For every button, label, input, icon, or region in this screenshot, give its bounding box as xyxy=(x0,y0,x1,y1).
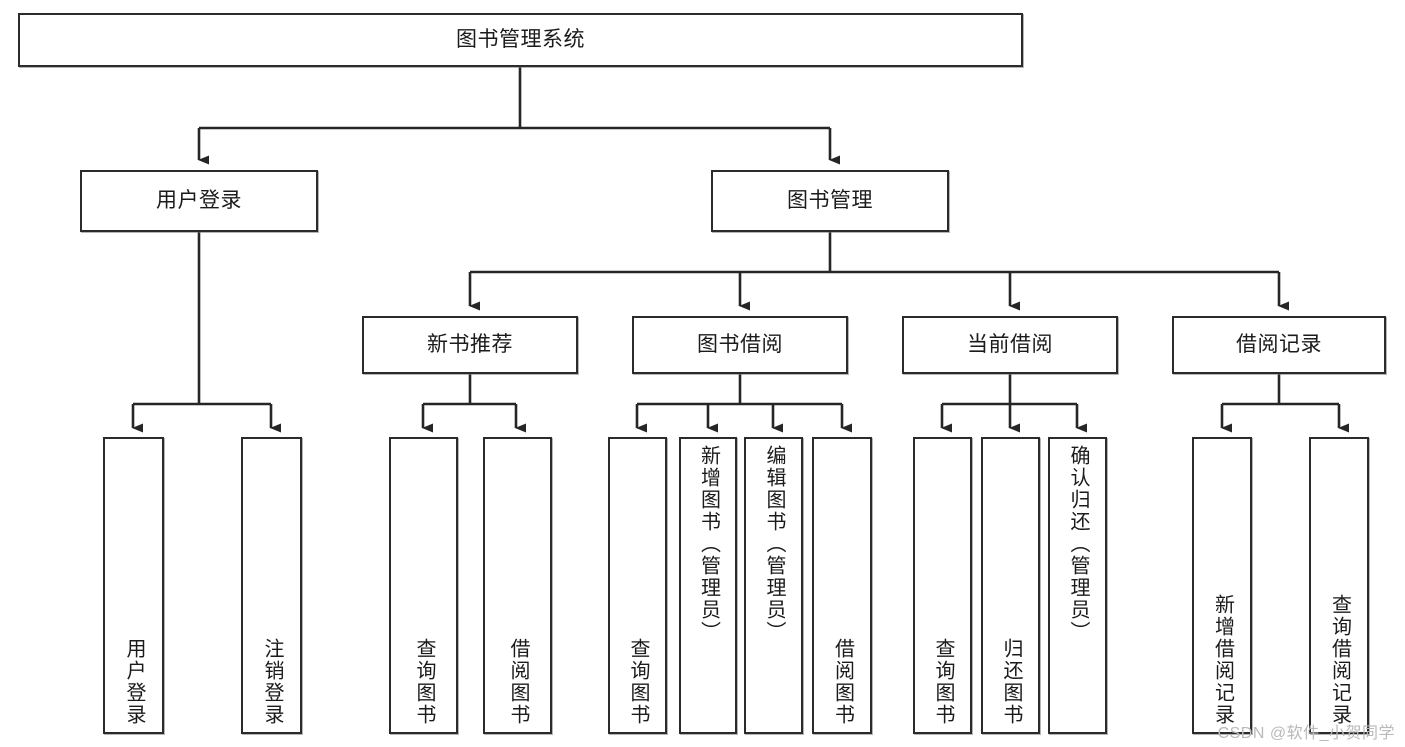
node-leaf-add-record[interactable]: 新增借阅记录 xyxy=(1192,437,1252,734)
node-root-label: 图书管理系统 xyxy=(456,27,585,51)
node-root[interactable]: 图书管理系统 xyxy=(18,13,1023,67)
node-leaf-return-book[interactable]: 归还图书 xyxy=(981,437,1040,734)
node-leaf-borrow-book-1-label: 借阅图书 xyxy=(507,638,529,726)
node-leaf-user-login-label: 用户登录 xyxy=(123,638,145,726)
node-book-manage[interactable]: 图书管理 xyxy=(711,170,949,232)
node-leaf-borrow-book-2[interactable]: 借阅图书 xyxy=(812,437,872,734)
node-leaf-query-book-3-label: 查询图书 xyxy=(932,638,954,726)
node-leaf-return-book-label: 归还图书 xyxy=(1000,638,1022,726)
node-leaf-borrow-book-2-label: 借阅图书 xyxy=(831,638,854,726)
node-leaf-query-book-2-label: 查询图书 xyxy=(627,638,649,726)
node-leaf-add-record-label: 新增借阅记录 xyxy=(1211,594,1234,726)
node-user-login[interactable]: 用户登录 xyxy=(80,170,318,232)
node-borrow-record[interactable]: 借阅记录 xyxy=(1172,316,1386,374)
node-borrow-record-label: 借阅记录 xyxy=(1236,332,1322,356)
node-leaf-user-login[interactable]: 用户登录 xyxy=(103,437,164,734)
node-leaf-query-book-3[interactable]: 查询图书 xyxy=(913,437,972,734)
node-leaf-add-book-label: 新增图书（管理员） xyxy=(697,445,720,643)
node-leaf-query-record[interactable]: 查询借阅记录 xyxy=(1309,437,1369,734)
node-leaf-confirm-return-label: 确认归还（管理员） xyxy=(1067,445,1089,643)
node-book-borrow-label: 图书借阅 xyxy=(697,332,783,356)
node-leaf-query-book-1-label: 查询图书 xyxy=(413,638,435,726)
node-book-borrow[interactable]: 图书借阅 xyxy=(632,316,848,374)
node-leaf-add-book[interactable]: 新增图书（管理员） xyxy=(679,437,737,734)
node-leaf-borrow-book-1[interactable]: 借阅图书 xyxy=(483,437,552,734)
node-leaf-user-logout[interactable]: 注销登录 xyxy=(241,437,302,734)
node-leaf-user-logout-label: 注销登录 xyxy=(261,638,283,726)
csdn-watermark: CSDN @软件_小贺同学 xyxy=(1217,725,1395,742)
node-current-borrow-label: 当前借阅 xyxy=(967,332,1053,356)
node-leaf-query-book-1[interactable]: 查询图书 xyxy=(389,437,458,734)
node-leaf-edit-book-label: 编辑图书（管理员） xyxy=(763,445,785,643)
node-leaf-query-book-2[interactable]: 查询图书 xyxy=(608,437,667,734)
node-leaf-query-record-label: 查询借阅记录 xyxy=(1328,594,1351,726)
node-new-book-rec[interactable]: 新书推荐 xyxy=(362,316,578,374)
node-book-manage-label: 图书管理 xyxy=(787,188,873,212)
node-leaf-confirm-return[interactable]: 确认归还（管理员） xyxy=(1048,437,1107,734)
node-new-book-rec-label: 新书推荐 xyxy=(427,332,513,356)
node-user-login-label: 用户登录 xyxy=(156,188,242,212)
node-leaf-edit-book[interactable]: 编辑图书（管理员） xyxy=(744,437,803,734)
node-current-borrow[interactable]: 当前借阅 xyxy=(902,316,1118,374)
